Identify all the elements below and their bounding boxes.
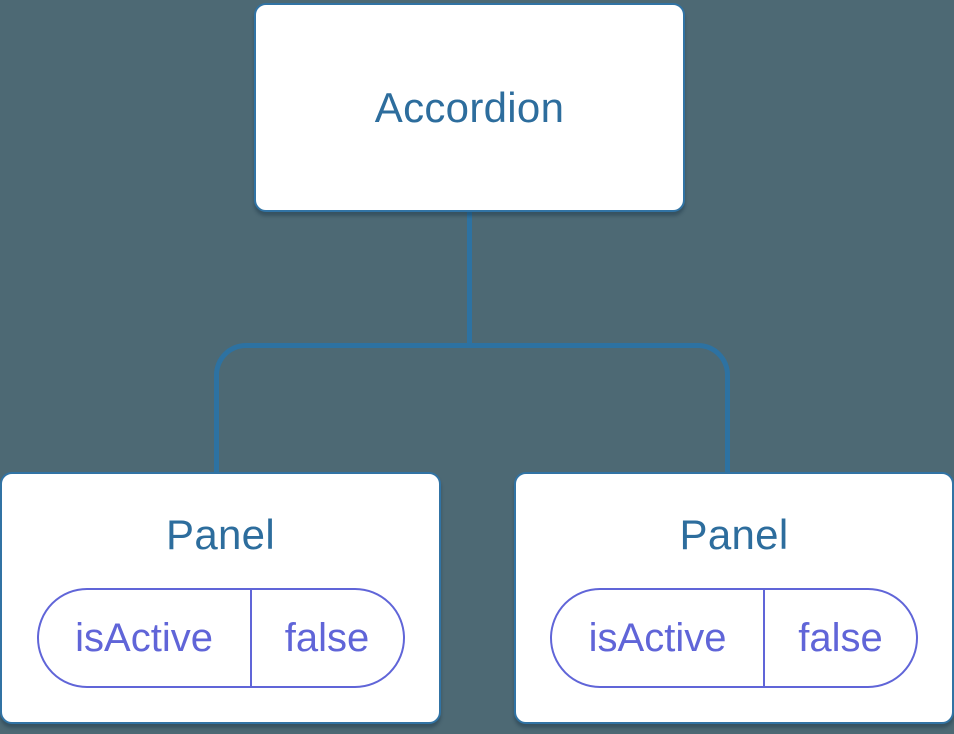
connector-branch	[214, 343, 730, 474]
connector-root-stem	[467, 210, 472, 346]
panel-node-right: Panel isActive false	[514, 472, 954, 724]
state-value: false	[284, 615, 370, 660]
panel-node-left: Panel isActive false	[0, 472, 441, 724]
state-pill: isActive false	[550, 588, 918, 688]
panel-node-label: Panel	[166, 511, 275, 558]
state-value: false	[798, 615, 883, 660]
state-key: isActive	[39, 590, 252, 686]
state-pill: isActive false	[36, 588, 405, 688]
panel-node-label: Panel	[679, 511, 789, 558]
accordion-node-label: Accordion	[374, 83, 565, 131]
accordion-node: Accordion	[254, 3, 685, 212]
state-key: isActive	[552, 590, 766, 686]
